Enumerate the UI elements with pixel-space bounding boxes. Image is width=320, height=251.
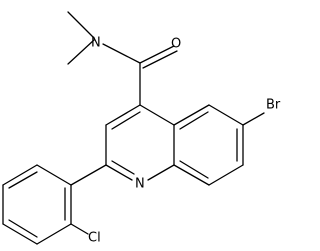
bond-aryl-c5-c6: [2, 164, 38, 186]
bond-n1-c2-inner: [111, 160, 135, 175]
bond-c6-br: [242, 112, 265, 126]
chlorine-label: Cl: [88, 231, 101, 246]
bond-carbonyl-double-a: [139, 45, 175, 64]
bond-methyl-upper: [67, 11, 95, 39]
bond-methyl-lower: [67, 39, 95, 65]
bond-aryl-c2-c3: [36, 223, 72, 245]
amide-nitrogen-label: N: [91, 36, 101, 51]
bond-c4a-c5-inner: [179, 111, 209, 130]
chemical-structure: O N Br N Cl: [2, 11, 281, 246]
bond-c7-c8: [208, 164, 244, 186]
bond-c8-c8a: [173, 164, 210, 186]
ring-nitrogen-label: N: [135, 177, 145, 192]
bond-c4a-c5: [173, 104, 210, 126]
amide-oxygen-label: O: [171, 37, 181, 52]
bonds: [2, 11, 265, 245]
bond-aryl-c3-c4: [2, 223, 38, 245]
bond-carbonyl-double-b: [142, 50, 178, 69]
bond-aryl-c6-c1: [36, 164, 72, 186]
bond-c4-c4a: [139, 104, 175, 126]
bond-aryl-c5-c6-inner: [8, 171, 38, 189]
bond-c5-c6: [208, 104, 244, 126]
atom-labels: O N Br N Cl: [88, 36, 281, 246]
bromine-label: Br: [266, 98, 281, 113]
bond-c8-c8a-inner: [179, 160, 209, 179]
bond-aryl-c3-c4-inner: [8, 219, 38, 238]
bond-c2-aryl: [70, 164, 107, 186]
bond-c3-c4-inner: [111, 111, 141, 130]
bond-c8a-n1: [147, 164, 175, 181]
bond-c3-c4: [105, 104, 141, 126]
bond-n1-c2: [105, 164, 133, 181]
bond-amide-n-carbonyl: [102, 43, 141, 64]
bond-aryl-cl: [70, 223, 89, 235]
